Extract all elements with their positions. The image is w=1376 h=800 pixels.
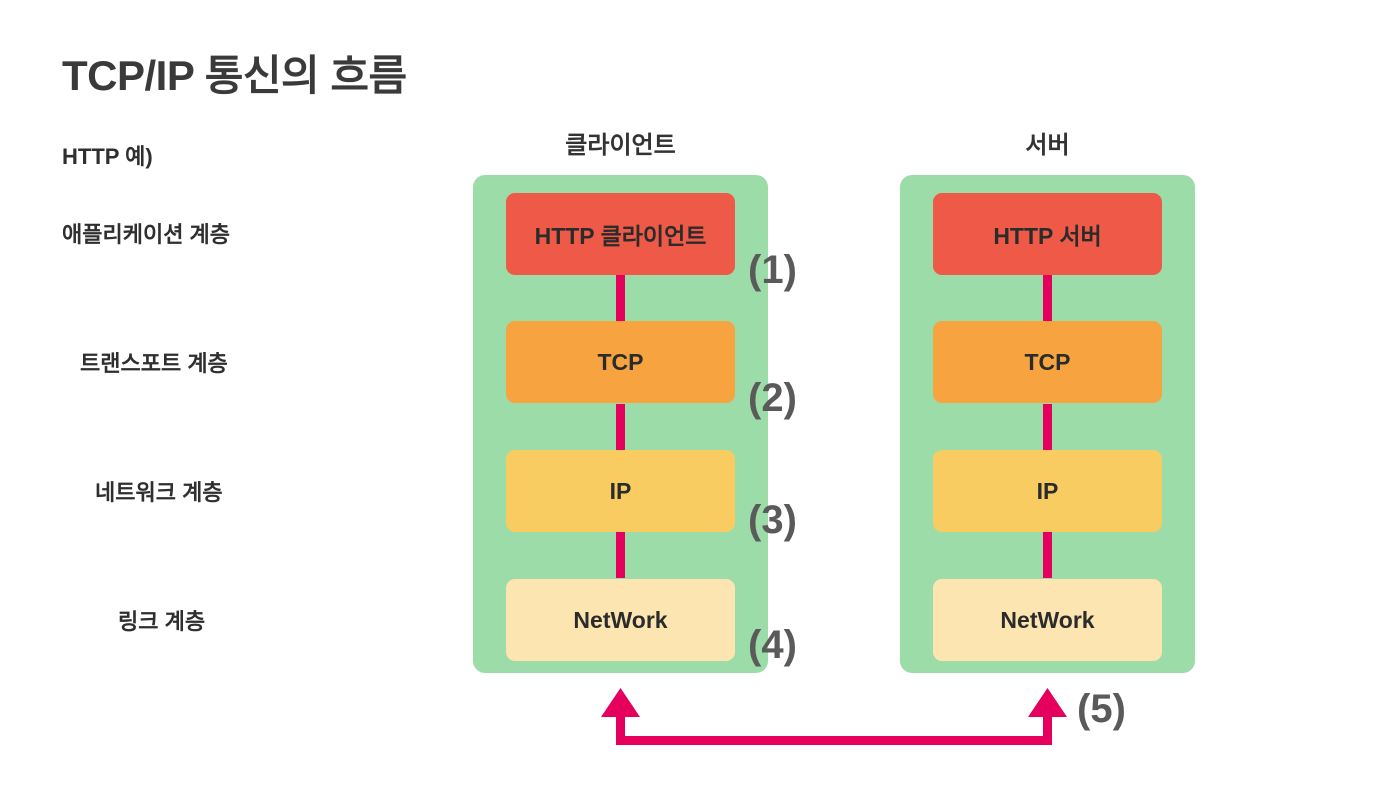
layer-box-client-transport[interactable]: TCP: [506, 321, 735, 403]
connector-bar-client-2: [616, 404, 625, 450]
layer-box-client-network[interactable]: IP: [506, 450, 735, 532]
subtitle-http-example: HTTP 예): [62, 144, 153, 169]
step-label-4: (4): [748, 623, 797, 667]
layer-box-server-link[interactable]: NetWork: [933, 579, 1162, 661]
layer-box-server-network[interactable]: IP: [933, 450, 1162, 532]
connector-bar-server-2: [1043, 404, 1052, 450]
column-header-client: 클라이언트: [565, 132, 676, 159]
stack-panel-client: HTTP 클라이언트 TCP IP NetWork: [473, 175, 768, 673]
layer-box-client-application[interactable]: HTTP 클라이언트: [506, 193, 735, 275]
step-label-1: (1): [748, 248, 797, 292]
layer-box-client-link[interactable]: NetWork: [506, 579, 735, 661]
page-title: TCP/IP 통신의 흐름: [62, 52, 407, 99]
stack-panel-server: HTTP 서버 TCP IP NetWork: [900, 175, 1195, 673]
layer-box-server-application[interactable]: HTTP 서버: [933, 193, 1162, 275]
layer-label-network: 네트워크 계층: [95, 480, 223, 505]
network-link-arrow-icon: [601, 688, 1067, 745]
connector-bar-client-3: [616, 532, 625, 578]
layer-label-transport: 트랜스포트 계층: [80, 351, 228, 376]
step-label-3: (3): [748, 498, 797, 542]
connector-bar-server-1: [1043, 275, 1052, 321]
step-label-5: (5): [1077, 687, 1126, 731]
column-header-server: 서버: [1025, 132, 1070, 159]
connector-bar-server-3: [1043, 532, 1052, 578]
step-label-2: (2): [748, 376, 797, 420]
layer-label-application: 애플리케이션 계층: [62, 222, 231, 247]
layer-box-server-transport[interactable]: TCP: [933, 321, 1162, 403]
layer-label-link: 링크 계층: [118, 609, 206, 634]
connector-bar-client-1: [616, 275, 625, 321]
